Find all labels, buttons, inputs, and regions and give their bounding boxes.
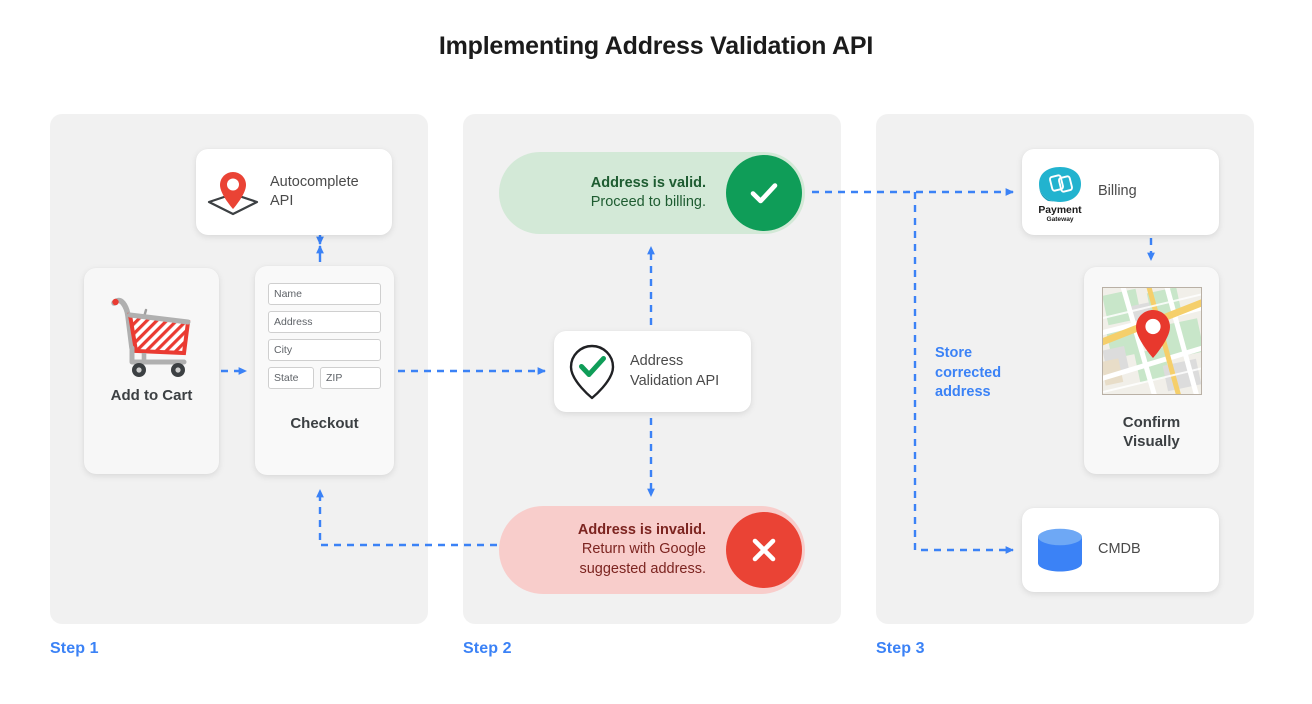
address-invalid-body-line1: Return with Google (581, 541, 706, 558)
map-pin-diamond-icon (196, 164, 270, 220)
add-to-cart-label: Add to Cart (110, 387, 193, 404)
address-valid-headline: Address is valid. (590, 174, 706, 191)
check-circle-icon (726, 155, 802, 231)
cmdb-card[interactable]: CMDB (1022, 508, 1219, 592)
add-to-cart-card[interactable]: Add to Cart (84, 268, 219, 474)
cmdb-label: CMDB (1098, 541, 1141, 558)
database-cylinder-icon (1022, 525, 1098, 575)
autocomplete-api-card[interactable]: Autocomplete API (196, 149, 392, 235)
checkout-form: Name Address City State ZIP (268, 283, 381, 389)
zip-field[interactable]: ZIP (320, 367, 381, 389)
autocomplete-api-label: Autocomplete API (270, 173, 359, 209)
confirm-visually-card[interactable]: Confirm Visually (1084, 267, 1219, 474)
state-field[interactable]: State (268, 367, 314, 389)
step-1-label: Step 1 (50, 640, 99, 657)
address-invalid-body-line2: suggested address. (579, 560, 706, 577)
map-pin-check-icon (554, 341, 630, 403)
address-valid-body: Proceed to billing. (590, 194, 706, 210)
address-valid-text: Address is valid. Proceed to billing. (499, 174, 726, 213)
confirm-visually-label: Confirm Visually (1122, 414, 1181, 451)
address-invalid-pill: Address is invalid. Return with Google s… (499, 506, 805, 594)
checkout-card[interactable]: Name Address City State ZIP Checkout (255, 266, 394, 475)
address-field[interactable]: Address (268, 311, 381, 333)
city-field[interactable]: City (268, 339, 381, 361)
store-corrected-address-note: Store corrected address (935, 345, 1002, 401)
address-validation-api-card[interactable]: Address Validation API (554, 331, 751, 412)
address-invalid-text: Address is invalid. Return with Google s… (499, 521, 726, 579)
billing-label: Billing (1098, 183, 1137, 200)
billing-card[interactable]: Payment Gateway Billing (1022, 149, 1219, 235)
x-circle-icon (726, 512, 802, 588)
address-invalid-headline: Address is invalid. (577, 522, 706, 539)
address-validation-api-label: Address Validation API (630, 353, 720, 389)
name-field[interactable]: Name (268, 283, 381, 305)
step-2-label: Step 2 (463, 640, 512, 657)
page-title: Implementing Address Validation API (438, 32, 874, 60)
shopping-cart-icon (106, 290, 198, 385)
map-thumbnail-with-pin (1102, 287, 1202, 395)
address-valid-pill: Address is valid. Proceed to billing. (499, 152, 805, 234)
svg-text:Payment: Payment (1038, 205, 1082, 216)
step-3-label: Step 3 (876, 640, 925, 657)
svg-text:Gateway: Gateway (1046, 216, 1073, 223)
state-zip-row: State ZIP (268, 367, 381, 389)
payment-gateway-logo: Payment Gateway (1022, 161, 1098, 223)
checkout-label: Checkout (290, 415, 359, 432)
